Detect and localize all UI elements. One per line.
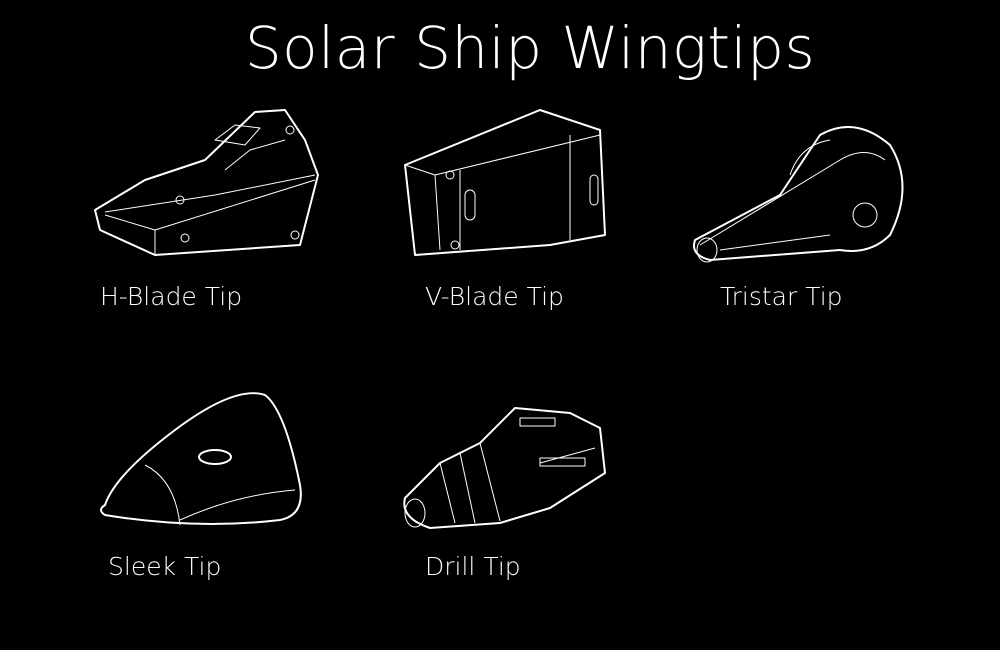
sleek-tip-drawing [100,392,302,526]
tip-label-drill: Drill Tip [425,552,521,581]
page-title: Solar Ship Wingtips [244,14,816,82]
tip-label-v-blade: V-Blade Tip [425,282,564,311]
v-blade-tip-drawing [404,109,606,256]
tip-label-tristar: Tristar Tip [720,282,843,311]
tip-label-sleek: Sleek Tip [108,552,222,581]
drill-tip-drawing [403,407,606,529]
tip-label-h-blade: H-Blade Tip [100,282,243,311]
h-blade-tip-drawing [94,109,319,256]
tristar-tip-drawing [693,126,904,263]
